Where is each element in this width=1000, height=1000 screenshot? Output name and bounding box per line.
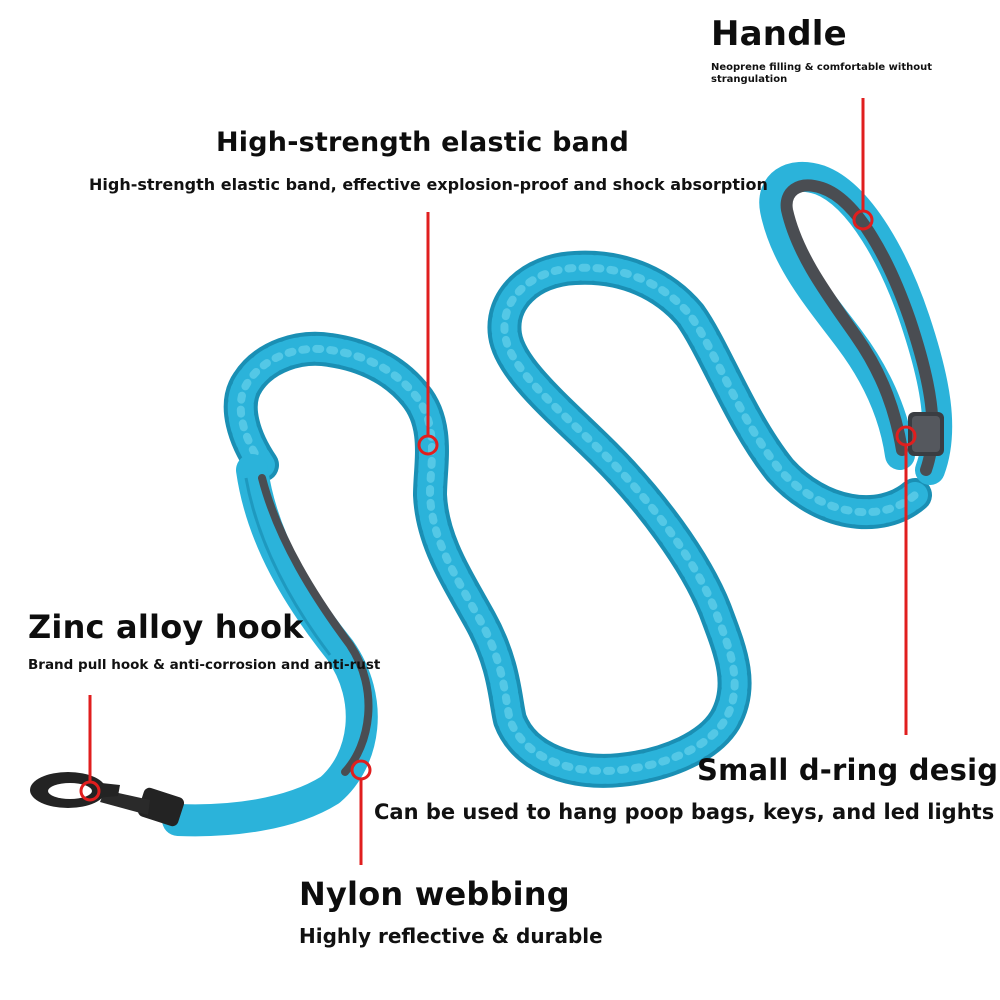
hook-description: Brand pull hook & anti-corrosion and ant… bbox=[28, 657, 381, 673]
nylon-webbing-title: Nylon webbing bbox=[299, 875, 570, 913]
handle-title: Handle bbox=[711, 14, 847, 54]
elastic-band-title: High-strength elastic band bbox=[216, 127, 630, 158]
nylon-webbing-description: Highly reflective & durable bbox=[299, 924, 603, 948]
hook-title: Zinc alloy hook bbox=[28, 608, 304, 646]
zinc-alloy-hook bbox=[30, 772, 185, 827]
handle-description: Neoprene filling & comfortable without s… bbox=[711, 62, 933, 85]
handle-loop bbox=[759, 161, 953, 485]
elastic-band-description: High-strength elastic band, effective ex… bbox=[89, 175, 768, 194]
elastic-band-section bbox=[223, 250, 932, 788]
d-ring-title: Small d-ring design bbox=[697, 753, 1000, 787]
d-ring-description: Can be used to hang poop bags, keys, and… bbox=[374, 800, 995, 824]
pointer-markers bbox=[79, 98, 917, 865]
nylon-webbing-section bbox=[162, 454, 378, 837]
